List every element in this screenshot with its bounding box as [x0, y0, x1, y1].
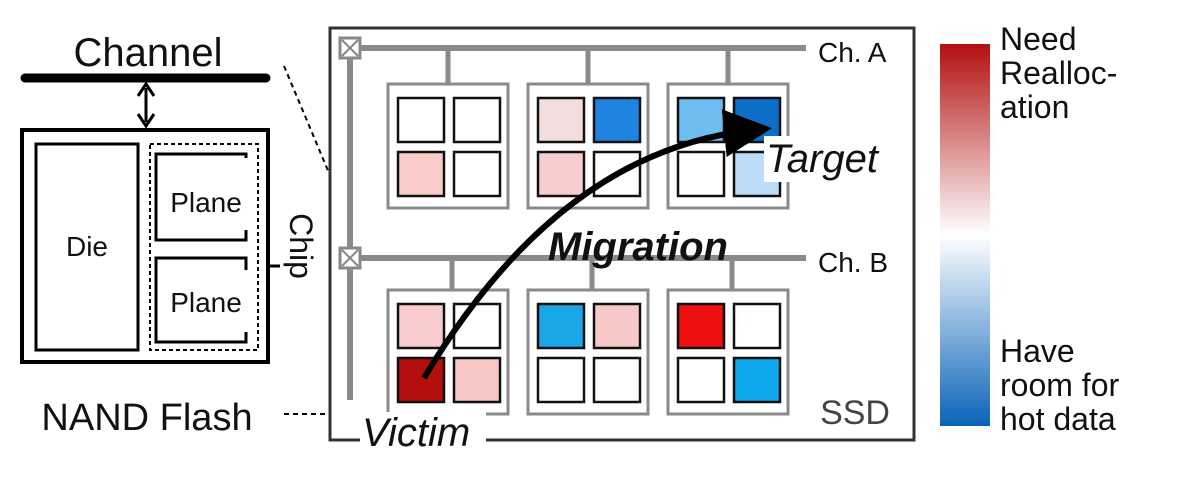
legend-gradient-bar	[940, 44, 990, 426]
ssd-label: SSD	[820, 394, 890, 432]
legend-bottom-line-2: room for	[1000, 367, 1119, 403]
flash-block	[396, 150, 446, 198]
ssd-panel: Ch. A Ch. B SSD Migration Target Victim	[328, 26, 916, 455]
channel-b-label: Ch. B	[818, 247, 888, 278]
switch-icon-b	[338, 246, 362, 270]
plane-top-label: Plane	[170, 187, 242, 218]
die-label: Die	[66, 231, 108, 262]
migration-label: Migration	[548, 225, 728, 269]
flash-block	[592, 302, 642, 350]
flash-block	[452, 96, 502, 144]
flash-block	[732, 302, 782, 350]
flash-block	[676, 356, 726, 404]
flash-block	[396, 302, 446, 350]
flash-block	[536, 356, 586, 404]
plane-top-box	[154, 152, 248, 242]
channel-label: Channel	[73, 31, 222, 75]
flash-block	[676, 150, 726, 198]
target-label: Target	[766, 137, 880, 181]
color-legend: Need Realloc- ation Have room for hot da…	[940, 21, 1119, 437]
victim-label-bg	[360, 412, 486, 452]
flash-block	[536, 302, 586, 350]
switch-icon-a	[338, 36, 362, 60]
flash-block	[732, 356, 782, 404]
flash-block	[592, 356, 642, 404]
legend-bottom-line-1: Have	[1000, 333, 1075, 369]
chip-stubs	[445, 48, 735, 290]
victim-label: Victim	[362, 411, 470, 455]
flash-block	[396, 96, 446, 144]
ssd-chip-b-1	[386, 288, 510, 416]
ssd-chip-b-2	[526, 288, 650, 416]
target-label-bg	[764, 136, 890, 182]
channel-a-label: Ch. A	[818, 37, 887, 68]
flash-block	[536, 150, 586, 198]
plane-bottom-box	[154, 256, 248, 344]
flash-block	[452, 302, 502, 350]
chip-label: Chip	[283, 213, 319, 279]
flash-block	[452, 356, 502, 404]
nand-flash-label: NAND Flash	[41, 397, 252, 439]
flash-block	[452, 150, 502, 198]
legend-top-line-2: Realloc-	[1000, 55, 1117, 91]
double-arrow-icon	[136, 81, 156, 129]
ssd-chip-a-1	[386, 82, 510, 210]
plane-bottom-label: Plane	[170, 287, 242, 318]
legend-top-line-3: ation	[1000, 89, 1069, 125]
ssd-chip-a-2	[526, 82, 650, 210]
flash-block	[592, 96, 642, 144]
migration-arrow	[421, 109, 772, 380]
flash-block	[676, 302, 726, 350]
flash-block	[536, 96, 586, 144]
legend-bottom-line-3: hot data	[1000, 401, 1116, 437]
ssd-chip-b-3	[666, 288, 790, 416]
flash-block	[396, 356, 446, 404]
die-box	[34, 142, 140, 352]
flash-block	[732, 96, 782, 144]
plane-group-box	[149, 143, 259, 351]
chip-detail: Channel Die Plane Plane Chip NAND Flash	[20, 31, 319, 439]
legend-top-line-1: Need	[1000, 21, 1077, 57]
